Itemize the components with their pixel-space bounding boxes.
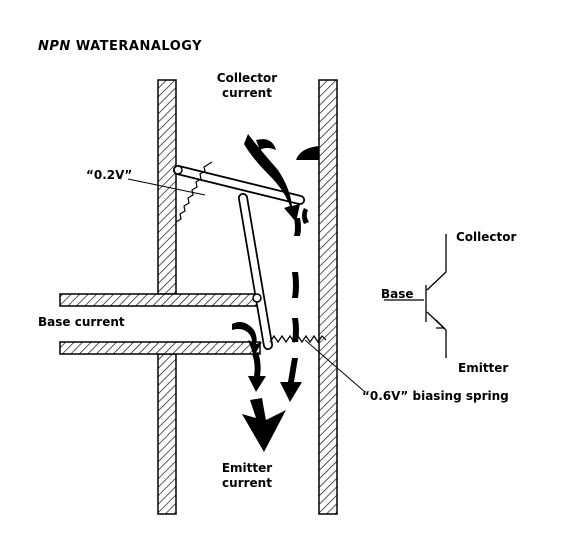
base-channel-top-wall — [59, 293, 261, 307]
collector-current-label-line1: Collector — [216, 71, 278, 85]
emitter-current-label-line2: current — [222, 476, 272, 490]
leader-02v — [127, 178, 206, 196]
collector-current-arrow — [244, 134, 300, 222]
left-wall-lower — [157, 353, 177, 515]
base-stream-arrow — [248, 352, 266, 392]
spring-02v-label: “0.2V” — [86, 168, 133, 182]
base-lever — [238, 193, 273, 350]
emitter-current-label-line1: Emitter — [221, 461, 273, 475]
collector-current-label: Collector current — [212, 71, 282, 101]
title-text: WATERANALOGY — [75, 39, 203, 54]
collector-current-arrow-tail — [256, 139, 276, 150]
base-current-arrow — [232, 322, 262, 356]
right-wall — [318, 79, 338, 515]
emitter-current-label: Emitter current — [212, 461, 282, 491]
symbol-base-label: Base — [381, 287, 414, 301]
collector-flap — [173, 165, 305, 205]
collector-stream — [280, 208, 309, 402]
symbol-emitter-label: Emitter — [458, 361, 509, 375]
collector-current-label-line2: current — [222, 86, 272, 100]
base-current-label: Base current — [38, 315, 125, 329]
stop-bump — [296, 146, 319, 160]
npn-transistor-symbol — [384, 234, 447, 358]
base-channel-bottom-wall — [59, 341, 261, 355]
title-prefix: NPN — [38, 39, 71, 54]
spring-06v-label: “0.6V” biasing spring — [362, 389, 509, 403]
leader-06v — [304, 339, 366, 393]
emitter-current-arrow — [242, 398, 286, 452]
symbol-collector-label: Collector — [456, 230, 517, 244]
diagram-title: NPN WATERANALOGY — [38, 39, 202, 54]
